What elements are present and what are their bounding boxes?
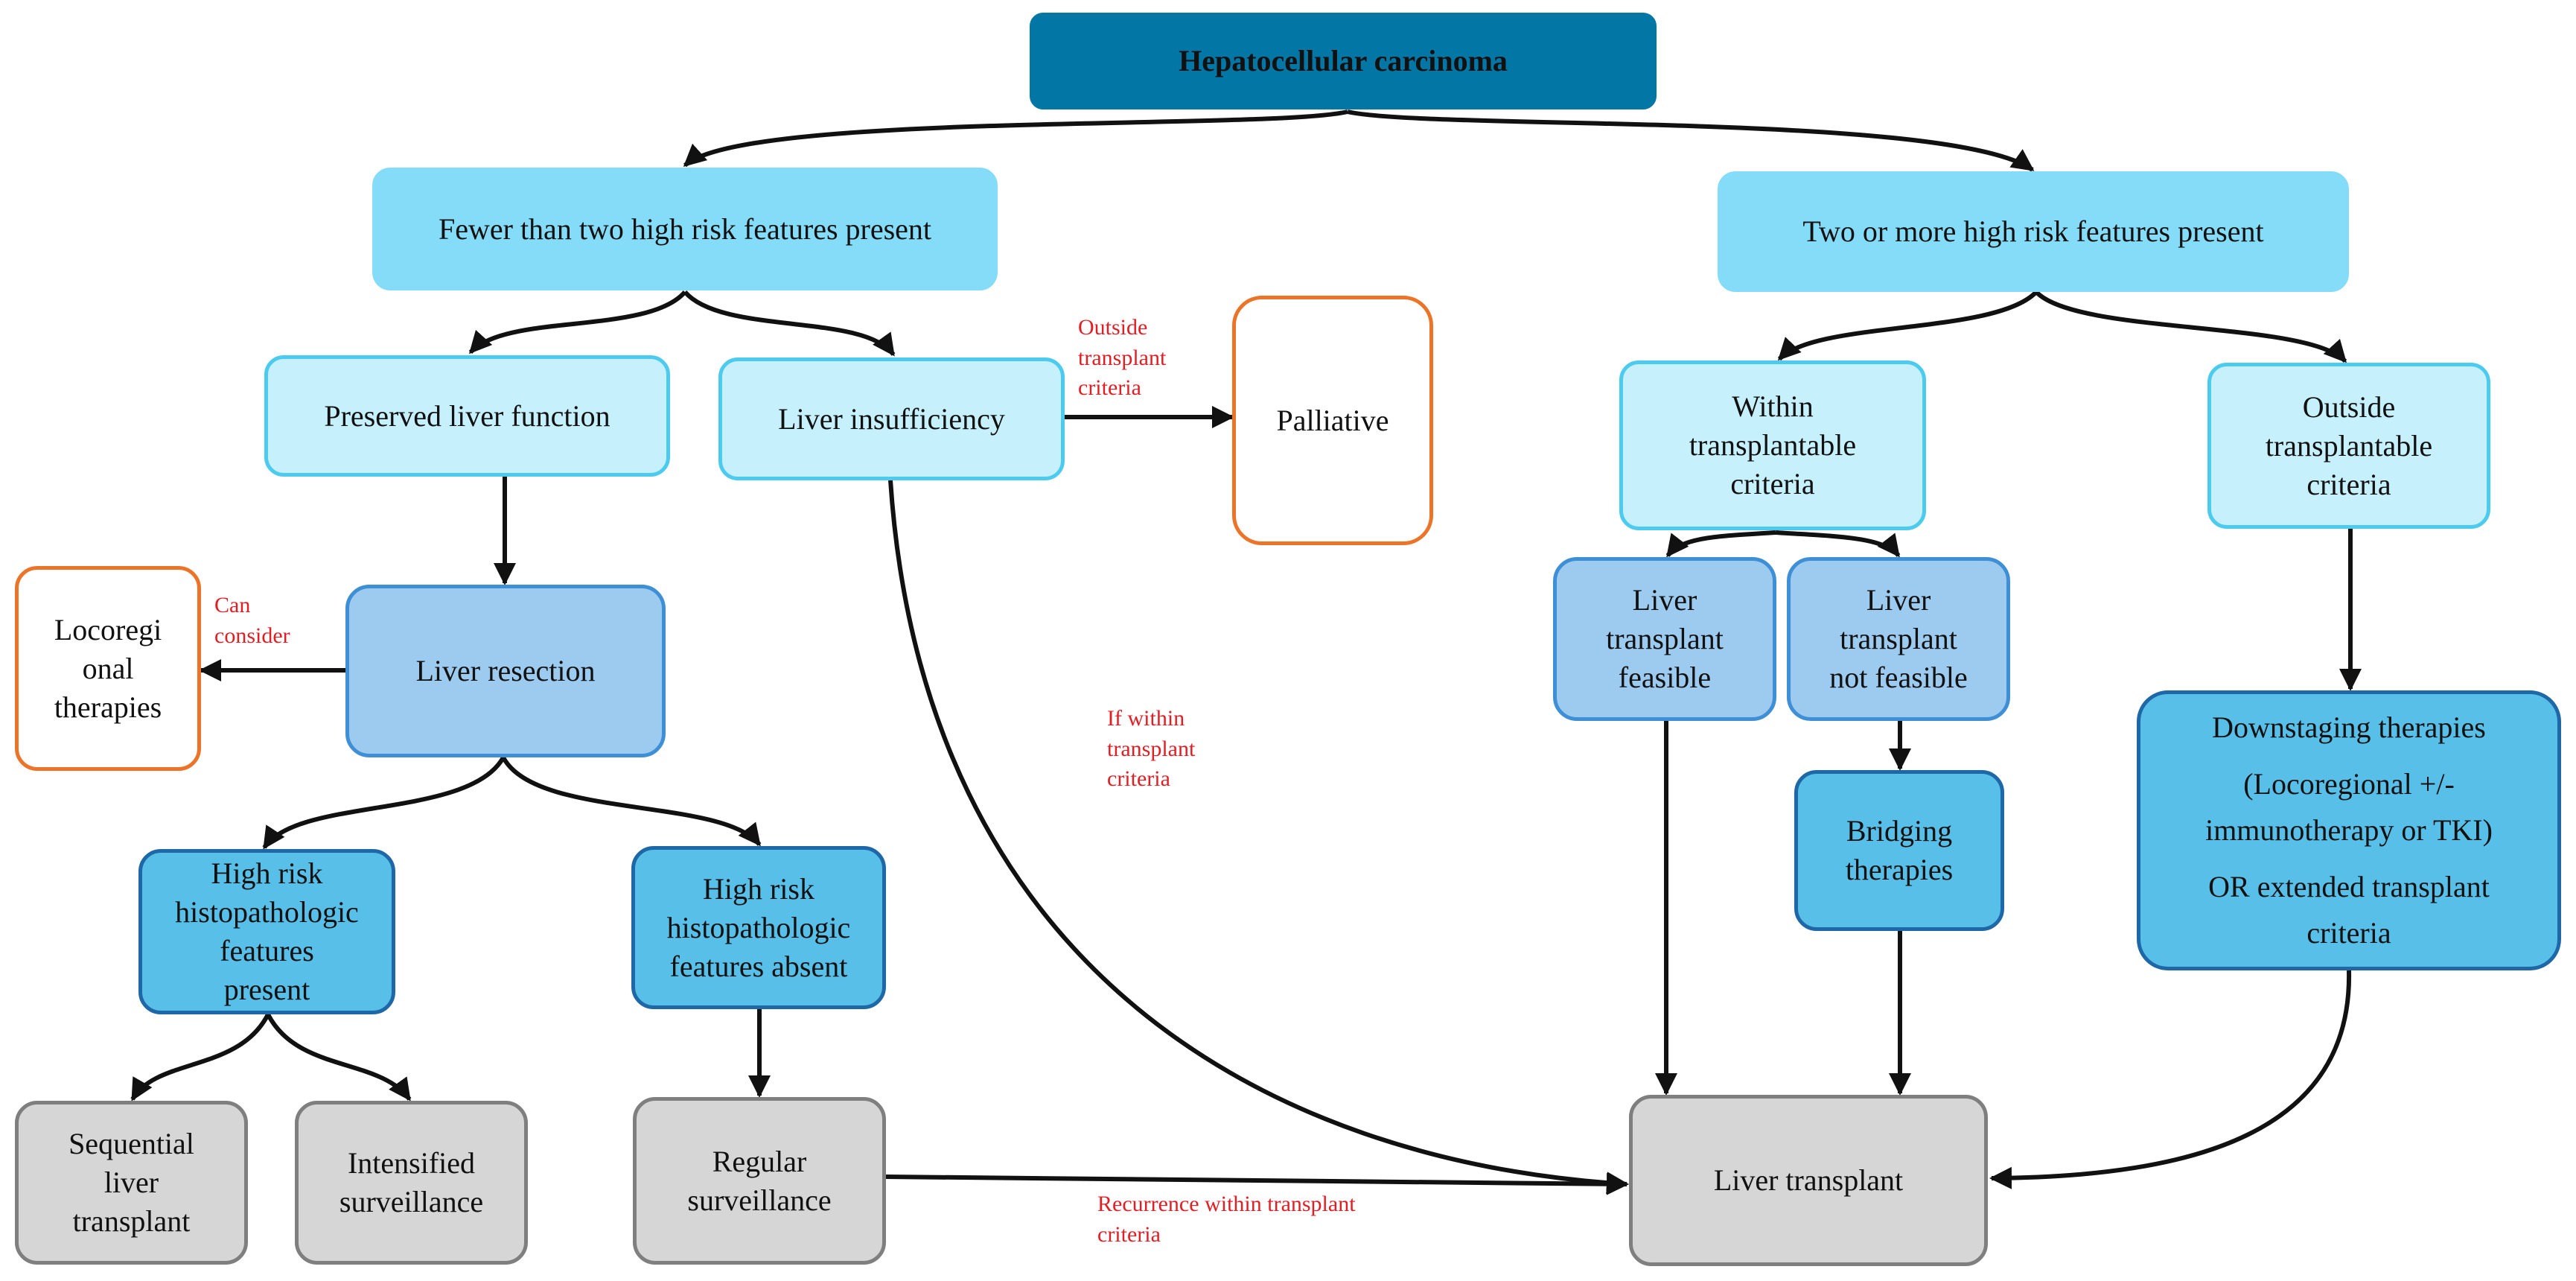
edge-two-more-to-within [1777, 290, 2038, 361]
edge-hcc-to-two-more [1347, 109, 2035, 172]
resection-label: Liver resection [415, 654, 596, 687]
edge-insufficiency-to-liver-transplant [888, 480, 1629, 1195]
intensified-line-1: Intensified [347, 1146, 476, 1180]
outside-criteria-line-3: criteria [1078, 375, 1141, 400]
outside-criteria-line-2: transplant [1078, 345, 1167, 370]
resection-node: Liver resection [345, 585, 666, 757]
edge-within-to-lt-feasible [1665, 530, 1776, 558]
hr-present-line-3: features [220, 934, 314, 967]
downstaging-line-2: (Locoregional +/- [2243, 767, 2455, 801]
hcc-label: Hepatocellular carcinoma [1179, 44, 1508, 77]
bridging-line-1: Bridging [1846, 814, 1953, 848]
downstaging-line-3: immunotherapy or TKI) [2205, 813, 2493, 847]
fewer-label: Fewer than two high risk features presen… [438, 212, 932, 246]
within-node: Within transplantable criteria [1619, 360, 1926, 530]
lt-not-feasible-line-2: transplant [1840, 622, 1957, 655]
can-consider-label: Can consider [214, 591, 290, 651]
regular-line-2: surveillance [687, 1183, 832, 1217]
insufficiency-node: Liver insufficiency [718, 357, 1065, 480]
edge-hr-present-to-intensified [266, 1013, 412, 1102]
hr-present-line-4: present [223, 973, 310, 1006]
edge-downstaging-to-liver-transplant [1989, 970, 2352, 1189]
edge-regular-to-liver-transplant [885, 1172, 1629, 1195]
if-within-line-1: If within [1107, 706, 1185, 731]
recurrence-label: Recurrence within transplant criteria [1097, 1189, 1356, 1250]
edge-resection-to-hr-present [262, 756, 506, 850]
edge-within-to-lt-not-feasible [1775, 530, 1901, 558]
locoregional-node: Locoregi onal therapies [15, 566, 201, 771]
hr-present-node: High risk histopathologic features prese… [138, 849, 395, 1014]
recurrence-line-1: Recurrence within transplant [1097, 1192, 1356, 1216]
edge-resection-to-hr-absent [501, 756, 762, 847]
outside-line-2: transplantable [2265, 428, 2433, 463]
locoregional-line-2: onal [82, 651, 134, 685]
edge-hr-present-to-sequential [130, 1013, 270, 1102]
outside-node: Outside transplantable criteria [2207, 363, 2490, 529]
two-more-node: Two or more high risk features present [1718, 171, 2349, 292]
hr-absent-line-3: features absent [669, 949, 848, 983]
sequential-line-2: liver [103, 1166, 159, 1199]
palliative-label: Palliative [1276, 403, 1389, 437]
if-within-line-2: transplant [1107, 736, 1196, 761]
hr-present-line-1: High risk [211, 856, 323, 890]
preserved-node: Preserved liver function [264, 355, 670, 477]
outside-line-3: criteria [2306, 467, 2391, 501]
downstaging-line-1: Downstaging therapies [2212, 711, 2486, 744]
lt-feasible-node: Liver transplant feasible [1553, 557, 1776, 721]
if-within-label: If within transplant criteria [1107, 704, 1195, 795]
sequential-node: Sequential liver transplant [15, 1101, 248, 1265]
outside-line-1: Outside [2302, 390, 2396, 424]
outside-criteria-label: Outside transplant criteria [1078, 313, 1166, 404]
recurrence-line-2: criteria [1097, 1221, 1161, 1247]
intensified-line-2: surveillance [339, 1185, 484, 1218]
within-line-2: transplantable [1689, 428, 1857, 462]
liver-transplant-node: Liver transplant [1629, 1095, 1988, 1266]
lt-feasible-line-3: feasible [1618, 661, 1712, 694]
bridging-line-2: therapies [1845, 853, 1954, 886]
sequential-line-1: Sequential [68, 1127, 194, 1160]
within-line-3: criteria [1730, 467, 1815, 500]
lt-not-feasible-node: Liver transplant not feasible [1787, 557, 2010, 721]
lt-not-feasible-line-3: not feasible [1829, 661, 1968, 694]
hr-absent-line-2: histopathologic [666, 910, 851, 944]
hr-present-line-2: histopathologic [175, 895, 359, 929]
downstaging-line-4: OR extended transplant [2208, 870, 2490, 903]
can-consider-line-2: consider [214, 623, 290, 648]
preserved-label: Preserved liver function [324, 398, 610, 433]
liver-transplant-label: Liver transplant [1713, 1163, 1904, 1197]
two-more-label: Two or more high risk features present [1802, 214, 2264, 248]
outside-criteria-line-1: Outside [1078, 315, 1148, 340]
can-consider-line-1: Can [214, 593, 251, 617]
within-line-1: Within [1732, 390, 1814, 423]
hr-absent-line-1: High risk [702, 871, 814, 906]
edge-two-more-to-outside [2034, 290, 2347, 363]
insufficiency-label: Liver insufficiency [778, 401, 1005, 436]
lt-not-feasible-line-1: Liver [1866, 583, 1931, 617]
fewer-node: Fewer than two high risk features presen… [372, 168, 998, 290]
regular-line-1: Regular [712, 1144, 807, 1178]
edge-fewer-to-insufficiency [683, 290, 896, 357]
if-within-line-3: criteria [1107, 766, 1170, 791]
palliative-node: Palliative [1232, 296, 1433, 545]
sequential-line-3: transplant [72, 1204, 191, 1238]
lt-feasible-line-2: transplant [1606, 622, 1724, 655]
regular-node: Regular surveillance [633, 1097, 886, 1265]
hcc-node: Hepatocellular carcinoma [1030, 13, 1657, 109]
bridging-node: Bridging therapies [1794, 770, 2004, 931]
intensified-node: Intensified surveillance [295, 1101, 528, 1265]
downstaging-line-5: criteria [2306, 916, 2391, 950]
locoregional-line-1: Locoregi [54, 612, 162, 646]
edge-hcc-to-fewer [683, 109, 1348, 168]
locoregional-line-3: therapies [54, 690, 162, 724]
downstaging-node: Downstaging therapies (Locoregional +/- … [2137, 690, 2561, 970]
lt-feasible-line-1: Liver [1632, 583, 1697, 617]
edge-fewer-to-preserved [468, 290, 687, 355]
hr-absent-node: High risk histopathologic features absen… [631, 846, 886, 1009]
